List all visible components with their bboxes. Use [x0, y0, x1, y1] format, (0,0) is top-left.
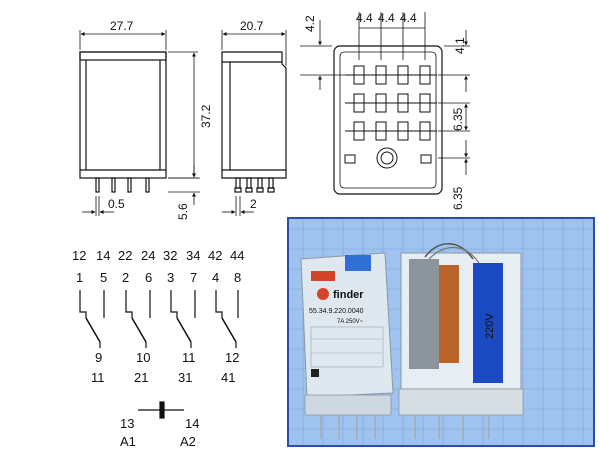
- coil-label-blue: [473, 263, 503, 383]
- dim-front-height: 37.2: [199, 104, 213, 128]
- dim-col-pitch-3: 4.4: [400, 11, 417, 25]
- pin-label: 42: [208, 248, 222, 263]
- common-pin-label: 12: [225, 350, 239, 365]
- pin-foot: [256, 187, 264, 193]
- contact-rating: 7A 250V~: [337, 319, 364, 325]
- dim-row-pitch-1: 6.35: [451, 107, 465, 131]
- common-code-label: 11: [91, 370, 105, 385]
- terminal-grid: [344, 65, 437, 169]
- relay-side: 220V: [398, 243, 524, 439]
- bottom-outline: [333, 45, 443, 195]
- lead-wire: [424, 243, 474, 260]
- label-panel: [310, 326, 384, 368]
- front-top-cap: [79, 51, 167, 61]
- dim-front-width: 27.7: [110, 19, 134, 33]
- status-window: [311, 369, 319, 377]
- relay-photo: finder 55.34.9.220.0040 7A 250V~ 220V: [287, 217, 595, 447]
- test-button-red: [311, 271, 335, 281]
- front-pins: [95, 177, 150, 193]
- pin-label: 3: [167, 270, 174, 285]
- coil-label-a1: A1: [120, 434, 136, 449]
- test-lever-blue: [345, 255, 371, 271]
- switch-blade: [85, 317, 101, 343]
- side-pins-photo: [414, 415, 490, 439]
- common-code-label: 41: [221, 370, 235, 385]
- side-view: [221, 30, 287, 216]
- pin: [127, 177, 132, 193]
- brand-name: finder: [333, 289, 364, 301]
- pin-label: 4: [212, 270, 219, 285]
- common-pin-label: 11: [182, 350, 196, 365]
- contact-switches: [79, 290, 239, 348]
- coil-winding: [439, 265, 459, 363]
- pin-foot: [234, 187, 242, 193]
- pin-label: 24: [141, 248, 155, 263]
- dim-bottom-top-gap: 4.2: [303, 15, 317, 32]
- dim-pin-width: 0.5: [108, 197, 125, 211]
- relay-side-base: [398, 388, 524, 416]
- lead-wire: [428, 246, 480, 264]
- front-pins-photo: [320, 415, 376, 439]
- pin: [95, 177, 100, 193]
- pin-label: 6: [145, 270, 152, 285]
- pin-label: 32: [163, 248, 177, 263]
- pin-label: 12: [72, 248, 86, 263]
- coil-pin-right: 14: [185, 416, 199, 431]
- coil-label-a2: A2: [180, 434, 196, 449]
- side-pins: [234, 177, 275, 193]
- relay-front: finder 55.34.9.220.0040 7A 250V~: [300, 252, 394, 439]
- dim-side-pin-pitch: 2: [250, 197, 257, 211]
- pin-label: 14: [96, 248, 110, 263]
- nc-contact-lead: [79, 290, 87, 318]
- dim-row-pitch-2: 6.35: [451, 186, 465, 210]
- contact-schematic: 12 14 22 24 32 34 42 44 1 5 2 6 3 7 4 8: [72, 248, 244, 449]
- bottom-inner-outline: [339, 51, 437, 189]
- pin: [235, 177, 241, 189]
- pin-label: 22: [118, 248, 132, 263]
- coil-pin-left: 13: [120, 416, 134, 431]
- photo-illustration: finder 55.34.9.220.0040 7A 250V~ 220V: [289, 219, 593, 445]
- common-code-label: 31: [178, 370, 192, 385]
- dim-edge-gap: 4.1: [453, 37, 467, 54]
- pin-foot: [245, 187, 253, 193]
- common-pin-label: 10: [136, 350, 150, 365]
- pin-label: 8: [234, 270, 241, 285]
- dim-col-pitch-1: 4.4: [356, 11, 373, 25]
- pin-foot: [267, 187, 275, 193]
- model-number: 55.34.9.220.0040: [309, 308, 364, 315]
- pin: [268, 177, 274, 189]
- side-body-outline: [221, 51, 287, 179]
- common-pin-label: 9: [95, 350, 102, 365]
- dim-side-width: 20.7: [240, 19, 264, 33]
- pin: [145, 177, 150, 193]
- front-body-outline: [79, 51, 167, 179]
- pin: [257, 177, 263, 189]
- pin-label: 7: [190, 270, 197, 285]
- dim-pin-length: 5.6: [176, 203, 190, 220]
- dim-col-pitch-2: 4.4: [378, 11, 395, 25]
- pin-label: 34: [186, 248, 200, 263]
- pin-label: 1: [76, 270, 83, 285]
- pin-label: 2: [122, 270, 129, 285]
- relay-base: [304, 394, 392, 416]
- pin: [111, 177, 116, 193]
- bottom-view: [300, 12, 470, 195]
- finder-logo-mark: [317, 288, 329, 300]
- common-code-label: 21: [134, 370, 148, 385]
- coil-symbol: [138, 401, 184, 419]
- center-key-hole: [376, 147, 398, 169]
- pin-label: 44: [230, 248, 244, 263]
- coil-voltage-label: 220V: [484, 313, 496, 339]
- front-view: [79, 30, 200, 216]
- pin: [246, 177, 252, 189]
- pin-label: 5: [100, 270, 107, 285]
- armature-bracket: [409, 259, 439, 369]
